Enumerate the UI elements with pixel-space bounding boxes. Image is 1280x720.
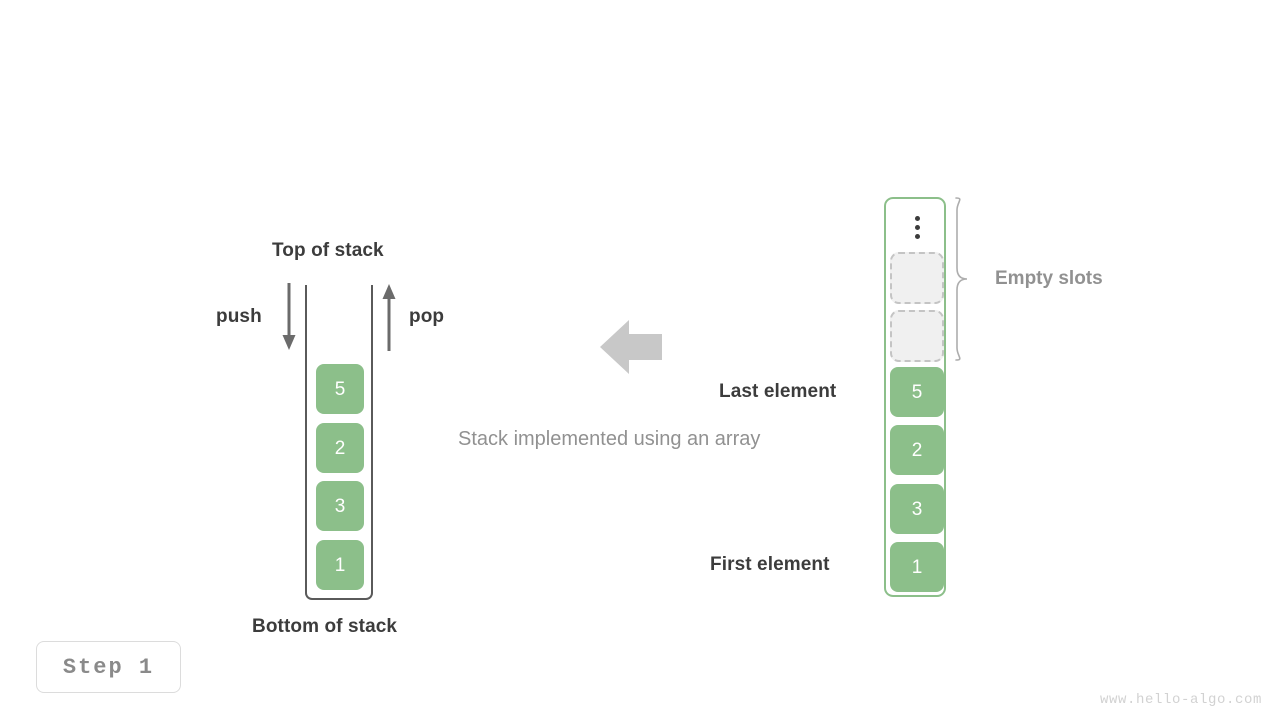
stack-cell: 5 [316,364,364,414]
empty-slots-brace-icon [955,197,968,361]
vertical-ellipsis-icon [890,207,944,247]
empty-slot [890,252,944,304]
stack-container: 5 2 3 1 [305,285,373,600]
empty-slots-label: Empty slots [995,268,1103,289]
left-pointing-arrow-icon [600,320,662,374]
figure-caption: Stack implemented using an array [458,428,761,450]
pop-arrow-icon [382,284,396,351]
first-element-label: First element [710,554,830,575]
push-arrow-icon [282,283,296,350]
top-of-stack-label: Top of stack [272,240,384,261]
array-cell: 5 [890,367,944,417]
stack-cell: 2 [316,423,364,473]
pop-label: pop [409,306,445,327]
step-badge: Step 1 [36,641,181,693]
empty-slot [890,310,944,362]
array-cell: 2 [890,425,944,475]
watermark: www.hello-algo.com [1099,692,1262,708]
stack-cell: 1 [316,540,364,590]
bottom-of-stack-label: Bottom of stack [252,616,398,637]
stack-cell: 3 [316,481,364,531]
push-label: push [216,306,262,327]
array-container: 5 2 3 1 [884,197,946,597]
array-cell: 3 [890,484,944,534]
last-element-label: Last element [719,381,837,402]
array-cell: 1 [890,542,944,592]
